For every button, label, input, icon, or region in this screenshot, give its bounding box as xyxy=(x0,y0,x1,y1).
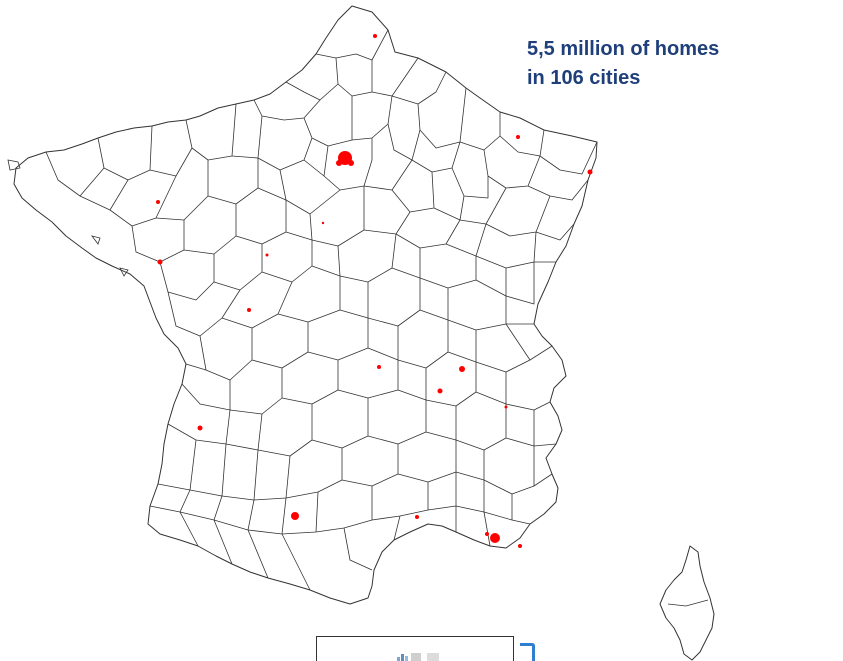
thumbnail-frame xyxy=(316,636,514,661)
city-marker xyxy=(415,515,419,519)
city-markers xyxy=(156,34,593,548)
city-marker xyxy=(516,135,520,139)
coastal-islands xyxy=(7,159,129,277)
bracket-accent xyxy=(520,643,535,661)
department-borders xyxy=(45,29,598,591)
city-marker xyxy=(321,221,325,225)
city-marker xyxy=(157,259,163,265)
city-marker xyxy=(373,34,377,38)
thumbnail-image xyxy=(395,653,445,661)
france-outline xyxy=(13,5,598,605)
city-marker xyxy=(490,533,500,543)
city-marker xyxy=(156,200,160,204)
city-marker xyxy=(485,532,489,536)
city-marker xyxy=(377,365,381,369)
city-marker xyxy=(265,253,269,257)
corsica-border xyxy=(667,599,709,607)
city-marker xyxy=(348,160,354,166)
caption-line-1: 5,5 million of homes xyxy=(527,38,720,60)
city-marker xyxy=(459,366,465,372)
city-marker xyxy=(587,169,593,175)
city-marker xyxy=(197,425,203,431)
corsica-outline xyxy=(659,545,715,661)
city-marker xyxy=(518,544,522,548)
city-marker xyxy=(247,308,251,312)
city-marker xyxy=(437,388,443,394)
city-marker xyxy=(336,160,342,166)
map-caption: 5,5 million of homes in 106 cities xyxy=(527,35,719,93)
caption-line-2: in 106 cities xyxy=(527,67,641,89)
city-marker xyxy=(291,512,299,520)
city-marker xyxy=(504,405,508,409)
